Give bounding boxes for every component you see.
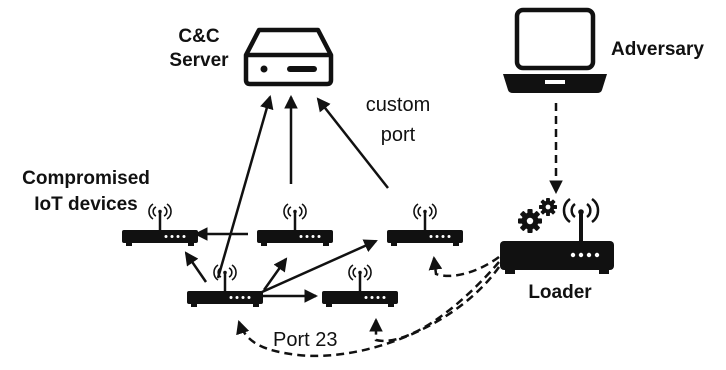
laptop-icon [503, 7, 607, 93]
router-icon [255, 202, 335, 248]
loader-label: Loader [528, 282, 592, 303]
custom-port-label-line1: custom [366, 94, 430, 116]
cnc-label-line1: C&C [178, 26, 219, 47]
compromised-label-line1: Compromised [22, 168, 150, 189]
dashed-arrows [236, 103, 563, 358]
server-icon [243, 27, 334, 87]
adversary-label: Adversary [611, 39, 704, 60]
port23-label: Port 23 [273, 329, 337, 351]
loader-router-icon [500, 212, 614, 274]
router-icon [320, 263, 400, 309]
cnc-label-line2: Server [169, 50, 229, 71]
custom-port-label-line2: port [381, 124, 416, 146]
compromised-label-line2: IoT devices [34, 194, 138, 215]
wifi-icon [562, 197, 600, 224]
connection-arrows [184, 94, 389, 303]
gears-icon [518, 198, 557, 233]
router-icon [385, 202, 465, 248]
